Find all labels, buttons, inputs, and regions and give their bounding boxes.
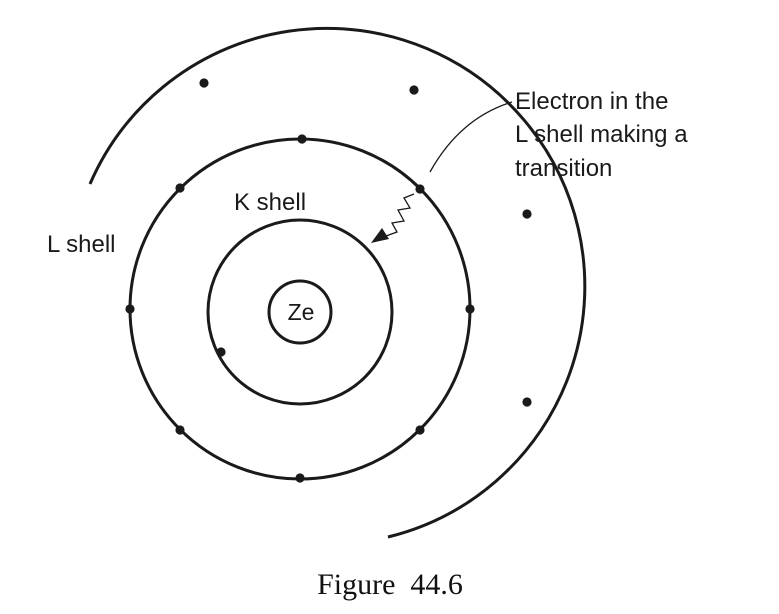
annotation-leader-line: [429, 101, 513, 173]
l-shell-label: L shell: [47, 231, 115, 258]
annotation-line-2: L shell making a: [515, 121, 688, 148]
outer-shell-electron: [522, 209, 532, 219]
l-shell-transition-electron: [415, 184, 425, 194]
l-shell-electron: [295, 473, 305, 483]
nucleus-label: Ze: [288, 299, 315, 325]
l-shell-electron: [175, 183, 185, 193]
annotation-line-1: Electron in the: [515, 88, 668, 115]
nucleus: [267, 279, 333, 345]
l-shell-electron: [415, 425, 425, 435]
transition-arrowhead: [371, 228, 389, 243]
l-shell-electron: [465, 304, 475, 314]
annotation-line-3: transition: [515, 155, 612, 182]
k-shell-label: K shell: [234, 189, 306, 216]
outer-shell-electron: [409, 85, 419, 95]
l-shell-electron: [125, 304, 135, 314]
transition-wavy-line: [385, 193, 415, 237]
k-shell-electron: [216, 347, 226, 357]
k-shell-orbit: [206, 218, 394, 406]
l-shell-electron: [297, 134, 307, 144]
outer-shell-electron: [199, 78, 209, 88]
l-shell-electron: [175, 425, 185, 435]
outer-shell-arc: [88, 26, 587, 539]
figure-caption: Figure 44.6: [317, 568, 463, 601]
outer-shell-electron: [522, 397, 532, 407]
